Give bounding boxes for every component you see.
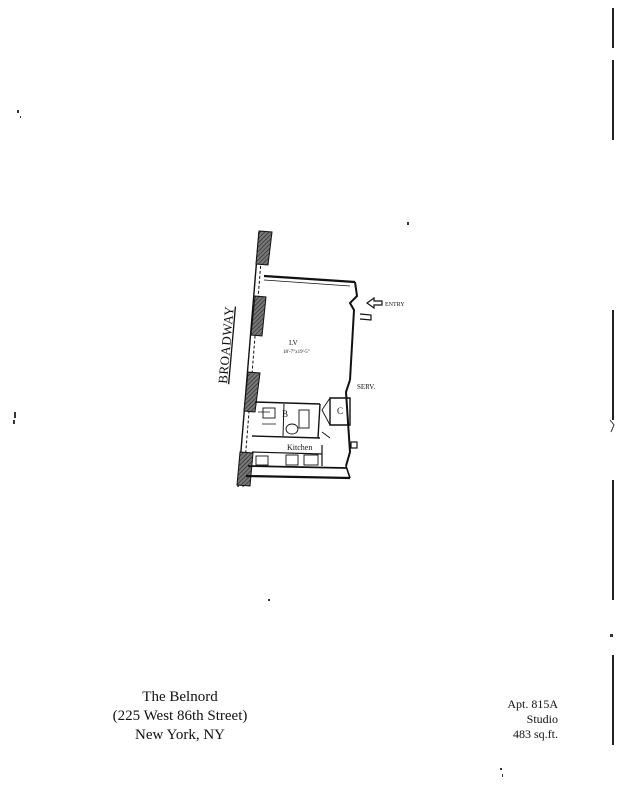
broadway-exterior-wall [236, 230, 273, 488]
service-label: SERV. [357, 383, 375, 391]
kitchen-fixtures [251, 445, 323, 466]
apartment-walls [245, 274, 372, 480]
building-address: (225 West 86th Street) [112, 708, 248, 724]
unit-caption: Apt. 815A Studio 483 sq.ft. [478, 697, 558, 742]
building-city: New York, NY [134, 727, 225, 743]
building-name: The Belnord [142, 689, 218, 705]
scan-specks [13, 110, 615, 777]
unit-area: 483 sq.ft. [513, 727, 558, 741]
entry-label: ENTRY [385, 302, 405, 308]
closet-label: C [337, 406, 343, 416]
unit-apt: Apt. 815A [507, 697, 558, 711]
bath-label: B [282, 409, 288, 419]
unit-type: Studio [526, 712, 558, 726]
column-hatch [236, 451, 254, 487]
scan-edge-mark [612, 8, 614, 48]
kitchen-label: Kitchen [287, 443, 312, 452]
living-room-label: LV [289, 339, 298, 347]
building-caption: The Belnord (225 West 86th Street) New Y… [95, 688, 265, 745]
scan-edge-mark [612, 480, 614, 600]
living-room-dimensions: 18'-7"x19'-5" [283, 350, 310, 355]
column-hatch [255, 230, 273, 266]
entry-arrow-icon [365, 296, 383, 310]
scan-edge-mark [612, 655, 614, 745]
scan-edge-mark [612, 310, 614, 420]
column-hatch [250, 295, 267, 337]
bath-closet-block [251, 397, 351, 439]
street-label: BROADWAY [215, 305, 237, 384]
scan-edge-mark [612, 60, 614, 140]
